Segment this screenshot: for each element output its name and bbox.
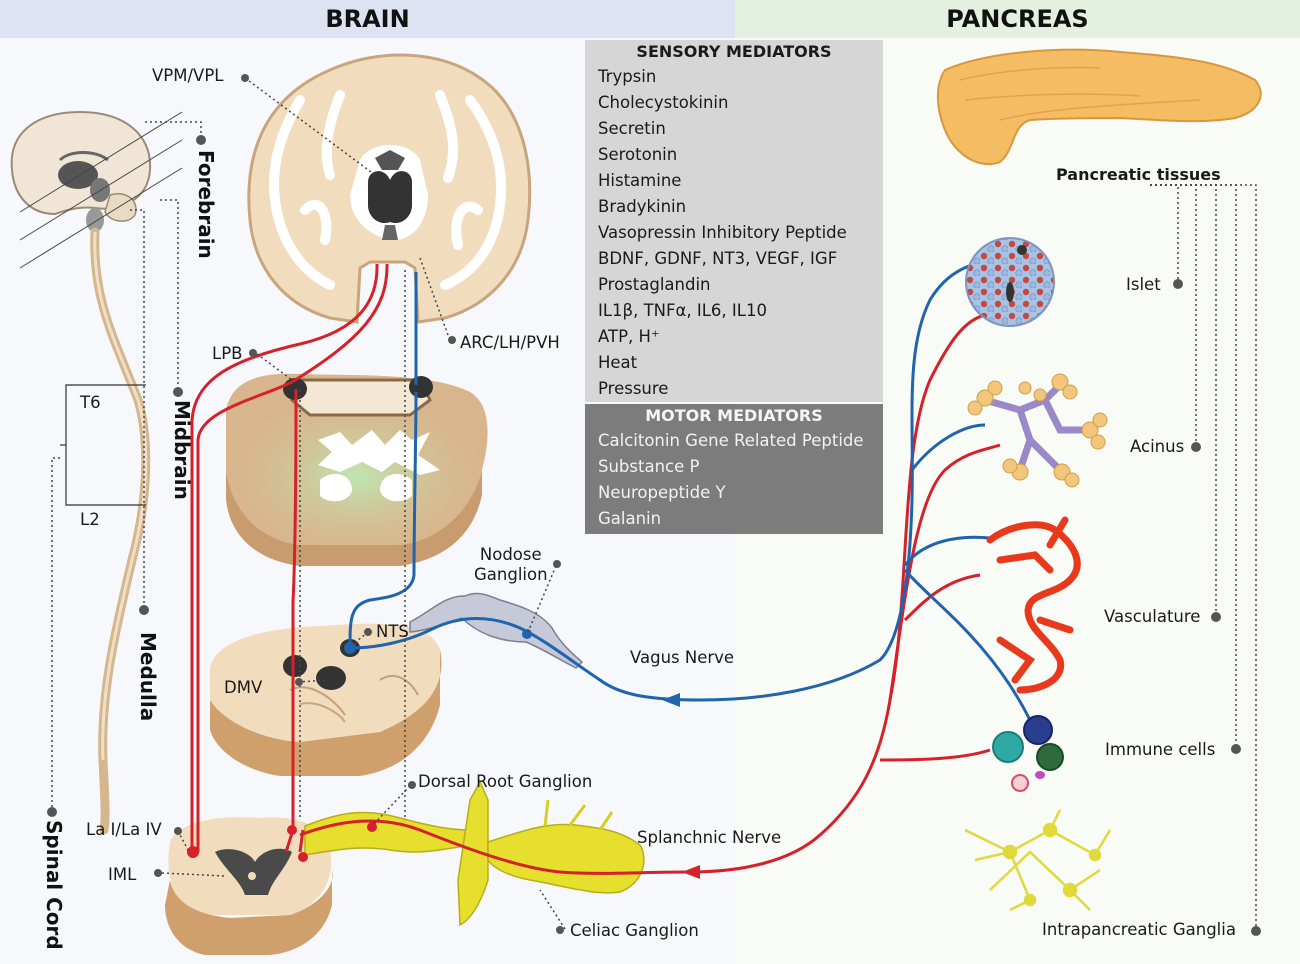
list-item: Neuropeptide Y <box>598 483 726 502</box>
sensory-mediators-title: SENSORY MEDIATORS <box>636 42 832 61</box>
brain-header: BRAIN <box>325 5 410 33</box>
acinus-icon <box>967 373 1108 488</box>
vagus-arrowhead <box>662 693 680 707</box>
immune-cells-label: Immune cells <box>1105 740 1216 759</box>
dmv-label: DMV <box>224 678 263 697</box>
celiac-ganglion-label: Celiac Ganglion <box>570 921 699 940</box>
splanchnic-arrowhead <box>682 865 700 879</box>
pancreas-header-band <box>735 0 1300 38</box>
sensory-mediators-list: Trypsin Cholecystokinin Secretin Seroton… <box>585 64 883 402</box>
iml-label: IML <box>108 865 137 884</box>
vasculature-label: Vasculature <box>1104 607 1201 626</box>
lpb-label: LPB <box>212 344 243 363</box>
motor-mediators-list: Calcitonin Gene Related Peptide Substanc… <box>585 428 883 532</box>
list-item: BDNF, GDNF, NT3, VEGF, IGF <box>598 249 838 268</box>
vagus-nerve-label: Vagus Nerve <box>630 648 735 667</box>
islet-icon <box>965 237 1055 327</box>
list-item: ATP, H⁺ <box>598 327 660 346</box>
nts-label: NTS <box>376 622 409 641</box>
forebrain-label: Forebrain <box>194 150 218 259</box>
list-item: Galanin <box>598 509 662 528</box>
list-item: Prostaglandin <box>598 275 711 294</box>
label-leaders <box>161 77 566 930</box>
nucleus-markers <box>187 629 532 862</box>
list-item: Histamine <box>598 171 682 190</box>
list-item: Bradykinin <box>598 197 687 216</box>
list-item: Vasopressin Inhibitory Peptide <box>598 223 847 242</box>
sensory-mediators-box: SENSORY MEDIATORS Trypsin Cholecystokini… <box>585 40 883 402</box>
list-item: IL1β, TNFα, IL6, IL10 <box>598 301 767 320</box>
midbrain-label: Midbrain <box>170 400 194 500</box>
t6-label: T6 <box>80 393 101 412</box>
motor-mediators-title: MOTOR MEDIATORS <box>645 406 823 425</box>
spinal-cord-label: Spinal Cord <box>42 820 66 950</box>
l2-label: L2 <box>80 510 100 529</box>
immune-cells-icon <box>992 715 1064 792</box>
t6-l2-bracket <box>60 384 146 506</box>
list-item: Trypsin <box>598 67 657 86</box>
list-item: Calcitonin Gene Related Peptide <box>598 431 864 450</box>
efferent-pathways <box>348 260 1032 721</box>
splanchnic-nerve-label: Splanchnic Nerve <box>637 828 782 847</box>
level-leaders <box>51 121 202 812</box>
sagittal-brain-icon <box>10 110 152 232</box>
list-item: Substance P <box>598 457 700 476</box>
medulla-section-icon <box>210 623 442 776</box>
intrapancreatic-ganglia-label: Intrapancreatic Ganglia <box>1042 920 1236 939</box>
arc-lh-pvh-label: ARC/LH/PVH <box>460 333 560 352</box>
coronal-brain-icon <box>247 53 532 324</box>
lai-laiv-label: La I/La IV <box>86 820 162 839</box>
vasculature-icon <box>986 516 1081 694</box>
midbrain-section-icon <box>226 373 488 566</box>
medulla-label: Medulla <box>136 632 160 722</box>
dorsal-root-ganglion-label: Dorsal Root Ganglion <box>418 772 593 791</box>
vpm-vpl-label: VPM/VPL <box>152 66 224 85</box>
list-item: Serotonin <box>598 145 678 164</box>
motor-mediators-box: MOTOR MEDIATORS Calcitonin Gene Related … <box>585 404 883 534</box>
list-item: Heat <box>598 353 638 372</box>
afferent-pathways <box>190 263 1001 875</box>
list-item: Secretin <box>598 119 666 138</box>
acinus-label: Acinus <box>1130 437 1185 456</box>
section-lines <box>19 111 183 269</box>
nodose-ganglion-label: Nodose Ganglion <box>474 545 548 584</box>
brain-header-band <box>0 0 735 38</box>
list-item: Pressure <box>598 379 669 398</box>
pancreas-icon <box>936 48 1262 166</box>
list-item: Cholecystokinin <box>598 93 729 112</box>
pancreatic-tissues-title: Pancreatic tissues <box>1056 165 1221 184</box>
celiac-ganglion-icon <box>487 799 645 894</box>
islet-label: Islet <box>1126 275 1161 294</box>
ganglia-icon <box>964 809 1112 912</box>
pancreas-header: PANCREAS <box>946 5 1089 33</box>
tissue-leaders <box>1150 184 1257 930</box>
